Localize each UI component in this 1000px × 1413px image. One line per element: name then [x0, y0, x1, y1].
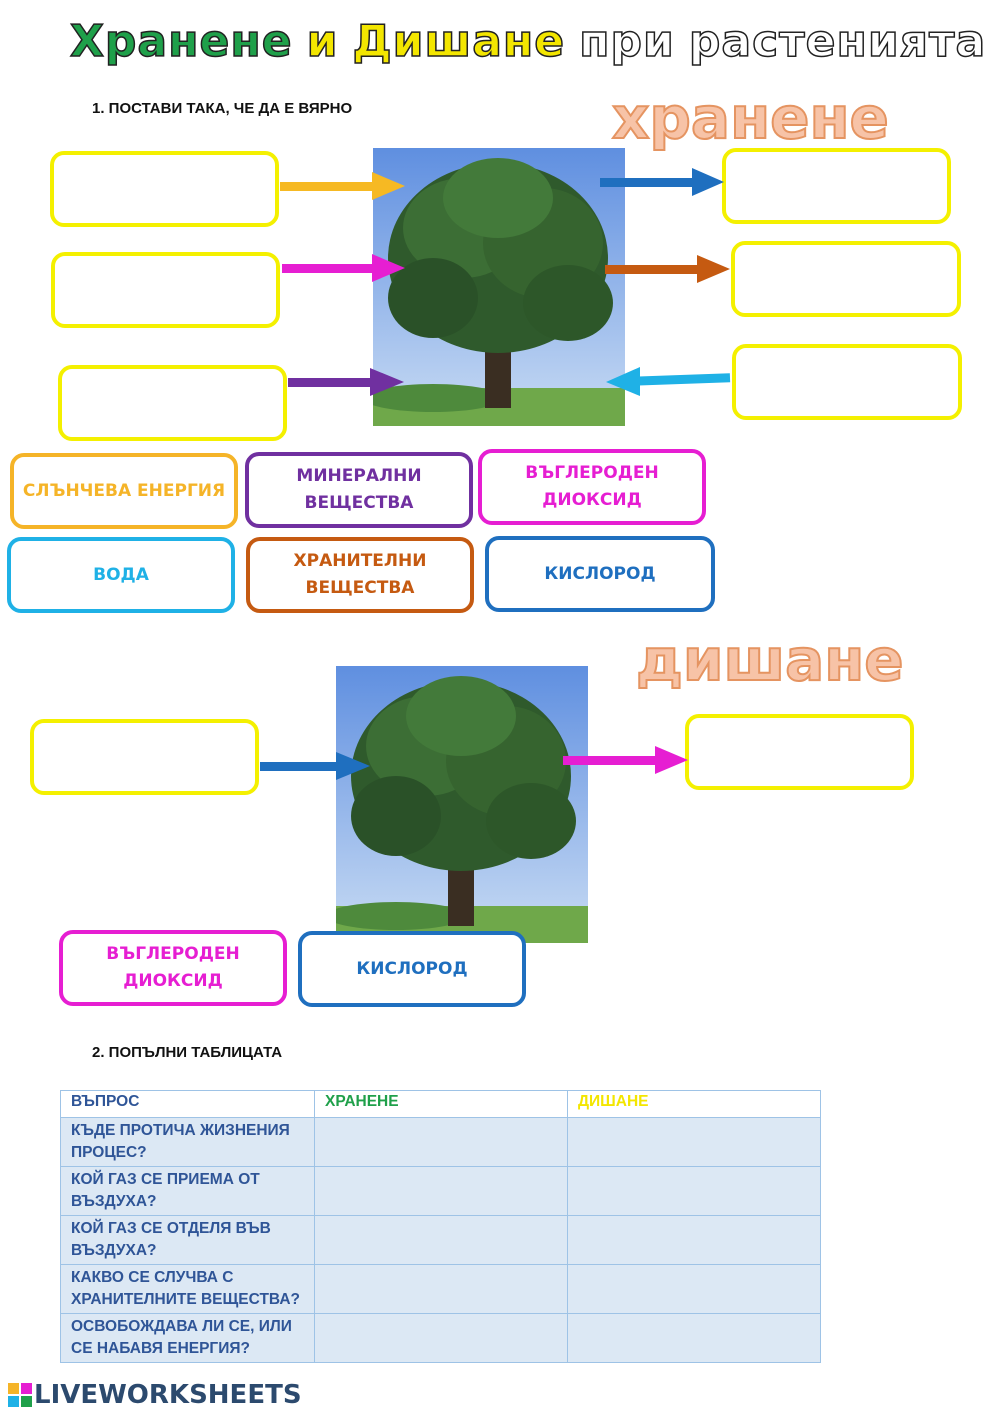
- word-card-solar-energy[interactable]: СЛЪНЧЕВА ЕНЕРГИЯ: [10, 453, 238, 529]
- drop-box-right-2[interactable]: [731, 241, 961, 317]
- arrow-icon-brown: [605, 255, 730, 283]
- section2-heading: 2. ПОПЪЛНИ ТАБЛИЦАТА: [92, 1044, 283, 1061]
- title-word-in: при: [578, 15, 675, 68]
- drop-box-right-3[interactable]: [732, 344, 962, 420]
- liveworksheets-logo-icon: [8, 1383, 32, 1407]
- table-row: КОЙ ГАЗ СЕ ПРИЕМА ОТ ВЪЗДУХА?: [60, 1166, 821, 1216]
- table-answer-cell-feeding[interactable]: [314, 1264, 568, 1314]
- table-question-cell: КОЙ ГАЗ СЕ ПРИЕМА ОТ ВЪЗДУХА?: [60, 1166, 315, 1216]
- word-card-minerals[interactable]: МИНЕРАЛНИ ВЕЩЕСТВА: [245, 452, 473, 528]
- arrow-icon-orange: [280, 172, 405, 200]
- arrow-icon-blue: [600, 168, 724, 196]
- table-answer-cell-breathing[interactable]: [567, 1117, 821, 1167]
- table-row: КАКВО СЕ СЛУЧВА С ХРАНИТЕЛНИТЕ ВЕЩЕСТВА?: [60, 1264, 821, 1314]
- drop-box-right-1[interactable]: [722, 148, 951, 224]
- table-answer-cell-breathing[interactable]: [567, 1264, 821, 1314]
- title-word-breathing: Дишане: [352, 15, 566, 68]
- table-row: КОЙ ГАЗ СЕ ОТДЕЛЯ ВЪВ ВЪЗДУХА?: [60, 1215, 821, 1265]
- table-header-question: ВЪПРОС: [60, 1090, 315, 1118]
- table-header-breathing: ДИШАНЕ: [567, 1090, 821, 1118]
- brand-name: LIVEWORKSHEETS: [34, 1380, 302, 1410]
- word-card-carbon-dioxide[interactable]: ВЪГЛЕРОДЕН ДИОКСИД: [478, 449, 706, 525]
- comparison-table: ВЪПРОС ХРАНЕНЕ ДИШАНЕ КЪДЕ ПРОТИЧА ЖИЗНЕ…: [60, 1090, 821, 1363]
- table-header-row: ВЪПРОС ХРАНЕНЕ ДИШАНЕ: [60, 1090, 821, 1118]
- tree-image: [373, 148, 625, 426]
- arrow-icon-magenta-breathing: [563, 746, 688, 774]
- table-answer-cell-feeding[interactable]: [314, 1215, 568, 1265]
- table-header-feeding: ХРАНЕНЕ: [314, 1090, 568, 1118]
- drop-box-breathing-right[interactable]: [685, 714, 914, 790]
- drop-box-left-2[interactable]: [51, 252, 280, 328]
- table-answer-cell-feeding[interactable]: [314, 1313, 568, 1363]
- liveworksheets-logo: LIVEWORKSHEETS: [8, 1380, 302, 1410]
- arrows-group-breathing: [260, 746, 688, 780]
- table-answer-cell-feeding[interactable]: [314, 1117, 568, 1167]
- section1-heading: 1. ПОСТАВИ ТАКА, ЧЕ ДА Е ВЯРНО: [92, 100, 353, 117]
- table-answer-cell-breathing[interactable]: [567, 1166, 821, 1216]
- arrows-group-feeding: [280, 168, 731, 396]
- title-word-plants: растенията: [688, 15, 987, 68]
- title-word-feeding: Хранене: [69, 15, 293, 68]
- word-card-oxygen[interactable]: КИСЛОРОД: [485, 536, 715, 612]
- arrow-icon-cyan: [606, 367, 731, 396]
- word-card-nutrients[interactable]: ХРАНИТЕЛНИ ВЕЩЕСТВА: [246, 537, 474, 613]
- word-card-carbon-dioxide-breathing[interactable]: ВЪГЛЕРОДЕН ДИОКСИД: [59, 930, 287, 1006]
- table-answer-cell-feeding[interactable]: [314, 1166, 568, 1216]
- arrow-icon-purple: [288, 368, 404, 396]
- tree-image-breathing: [336, 666, 588, 943]
- table-row: КЪДЕ ПРОТИЧА ЖИЗНЕНИЯ ПРОЦЕС?: [60, 1117, 821, 1167]
- table-question-cell: КАКВО СЕ СЛУЧВА С ХРАНИТЕЛНИТЕ ВЕЩЕСТВА?: [60, 1264, 315, 1314]
- table-question-cell: КОЙ ГАЗ СЕ ОТДЕЛЯ ВЪВ ВЪЗДУХА?: [60, 1215, 315, 1265]
- drop-box-left-1[interactable]: [50, 151, 279, 227]
- arrow-icon-blue-breathing: [260, 752, 370, 780]
- word-card-water[interactable]: ВОДА: [7, 537, 235, 613]
- table-answer-cell-breathing[interactable]: [567, 1313, 821, 1363]
- title-word-and: и: [306, 15, 339, 68]
- word-card-oxygen-breathing[interactable]: КИСЛОРОД: [298, 931, 526, 1007]
- drop-box-left-3[interactable]: [58, 365, 287, 441]
- table-answer-cell-breathing[interactable]: [567, 1215, 821, 1265]
- arrow-icon-magenta: [282, 254, 405, 282]
- breathing-word-art: дишане: [635, 626, 905, 694]
- table-row: ОСВОБОЖДАВА ЛИ СЕ, ИЛИ СЕ НАБАВЯ ЕНЕРГИЯ…: [60, 1313, 821, 1363]
- table-question-cell: КЪДЕ ПРОТИЧА ЖИЗНЕНИЯ ПРОЦЕС?: [60, 1117, 315, 1167]
- table-question-cell: ОСВОБОЖДАВА ЛИ СЕ, ИЛИ СЕ НАБАВЯ ЕНЕРГИЯ…: [60, 1313, 315, 1363]
- drop-box-breathing-left[interactable]: [30, 719, 259, 795]
- feeding-word-art: хранене: [611, 84, 890, 152]
